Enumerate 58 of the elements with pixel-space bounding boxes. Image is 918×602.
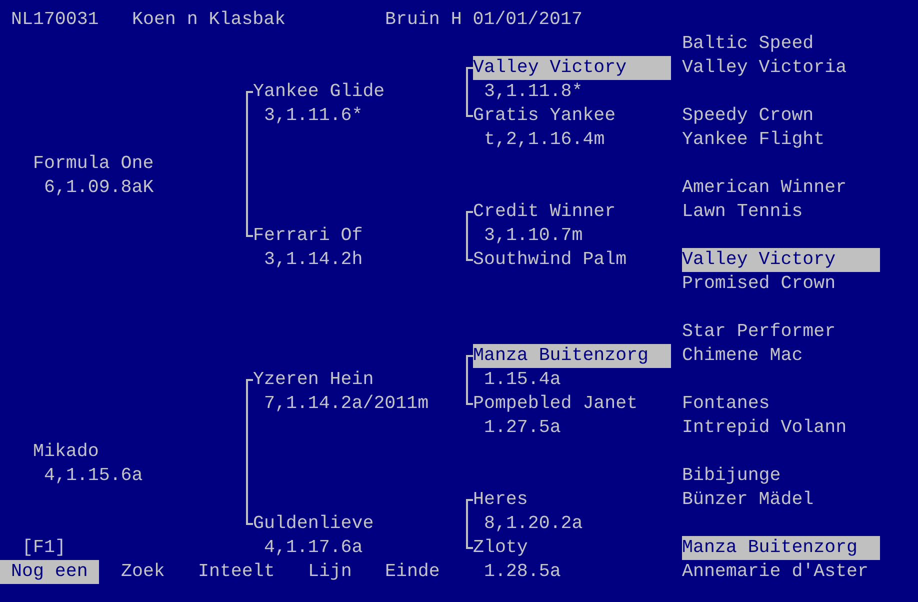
bracket-line [466, 499, 473, 549]
menu-item: Zoek [121, 561, 165, 584]
record-time: t,2,1.16.4m [484, 129, 605, 152]
horse-name: Baltic Speed [682, 32, 814, 56]
highlighted-name: Valley Victory [682, 248, 880, 272]
horse-name: Credit Winner [473, 201, 616, 224]
horse-name: Formula One [33, 153, 154, 176]
highlighted-name: Manza Buitenzorg [473, 344, 671, 368]
horse-name: Intrepid Volann [682, 416, 847, 440]
record-time: 1.15.4a [484, 369, 561, 392]
horse-name: Yzeren Hein [253, 369, 374, 392]
horse-name: Yankee Flight [682, 128, 825, 152]
bracket-line [466, 67, 473, 117]
horse-name: Chimene Mac [682, 344, 803, 368]
registration-number: NL170031 [11, 9, 99, 32]
record-time: 8,1.20.2a [484, 513, 583, 536]
horse-name: Bibijunge [682, 464, 781, 488]
record-time: 1.28.5a [484, 561, 561, 584]
record-time: 3,1.11.8* [484, 81, 583, 104]
bracket-line [466, 355, 473, 405]
horse-name: Bünzer Mädel [682, 488, 814, 512]
horse-name: Ferrari Of [253, 225, 363, 248]
record-time: 3,1.11.6* [264, 105, 363, 128]
horse-details: Bruin H 01/01/2017 [385, 9, 582, 32]
horse-name: Fontanes [682, 392, 770, 416]
horse-name: Mikado [33, 441, 99, 464]
key-hint: [F1] [22, 537, 66, 560]
record-time: 4,1.17.6a [264, 537, 363, 560]
menu-item: Nog een [0, 560, 99, 584]
highlighted-name: Valley Victory [473, 56, 671, 80]
horse-name: Zloty [473, 537, 528, 560]
horse-name: Heres [473, 489, 528, 512]
menu-item: Inteelt [198, 561, 275, 584]
horse-name: Guldenlieve [253, 513, 374, 536]
record-time: 6,1.09.8aK [44, 177, 154, 200]
horse-name: Valley Victoria [682, 56, 847, 80]
horse-name: Gratis Yankee [473, 105, 616, 128]
record-time: 3,1.10.7m [484, 225, 583, 248]
bracket-line [246, 379, 253, 525]
record-time: 7,1.14.2a/2011m [264, 393, 429, 416]
horse-name: Yankee Glide [253, 81, 385, 104]
horse-name: Annemarie d'Aster [682, 560, 868, 584]
horse-name: Speedy Crown [682, 104, 814, 128]
bracket-line [466, 211, 473, 261]
horse-name: American Winner [682, 176, 847, 200]
horse-name: Koen n Klasbak [132, 9, 286, 32]
record-time: 3,1.14.2h [264, 249, 363, 272]
highlighted-name: Manza Buitenzorg [682, 536, 880, 560]
horse-name: Star Performer [682, 320, 836, 344]
menu-item: Einde [385, 561, 440, 584]
record-time: 4,1.15.6a [44, 465, 143, 488]
horse-name: Promised Crown [682, 272, 836, 296]
horse-name: Southwind Palm [473, 248, 627, 272]
record-time: 1.27.5a [484, 417, 561, 440]
horse-name: Pompebled Janet [473, 393, 638, 416]
bracket-line [246, 91, 253, 237]
horse-name: Lawn Tennis [682, 200, 803, 224]
menu-item: Lijn [308, 561, 352, 584]
